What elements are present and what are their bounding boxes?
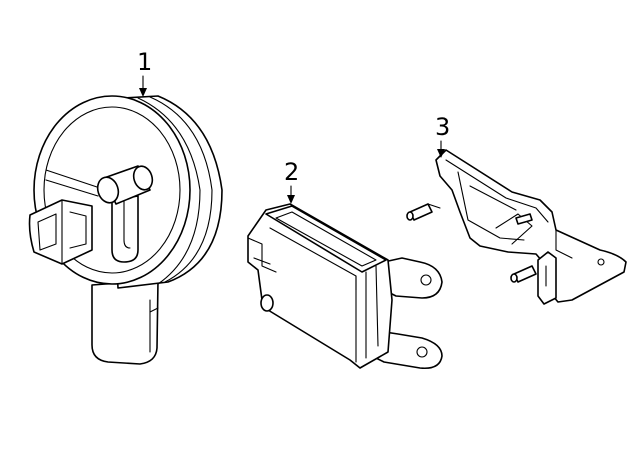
callout-2: 2 [284,158,299,204]
part-1-sensor [28,95,223,365]
part-3-plate [435,149,627,303]
callout-3-label: 3 [435,113,450,141]
part-1-stem [91,279,159,365]
part-3-bracket [406,149,627,305]
callout-1-label: 1 [137,48,152,76]
part-2-module [247,203,443,370]
callout-3: 3 [435,113,450,158]
part-1-slot [111,195,139,263]
callout-1: 1 [137,48,152,97]
part-2-tab-upper [383,257,443,299]
callout-2-label: 2 [284,158,299,186]
